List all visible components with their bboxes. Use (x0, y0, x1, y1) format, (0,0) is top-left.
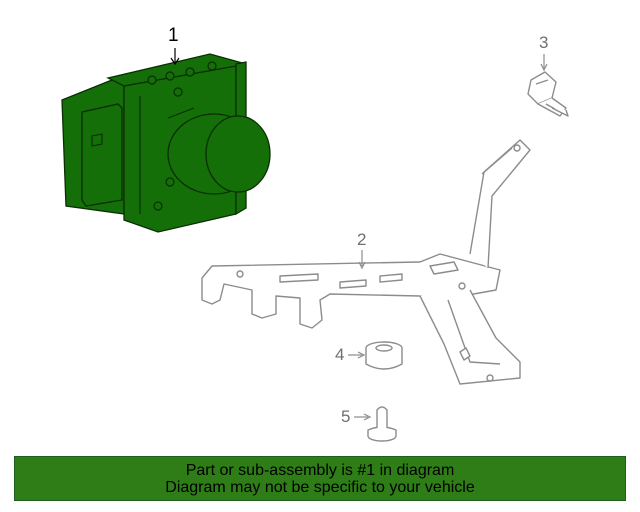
pin-bolt-icon[interactable] (367, 406, 397, 442)
callout-1: 1 (168, 25, 179, 46)
bolt-icon[interactable] (527, 71, 569, 117)
banner-line-2: Diagram may not be specific to your vehi… (165, 478, 475, 496)
info-banner: Part or sub-assembly is #1 in diagram Di… (14, 456, 626, 501)
callout-3: 3 (539, 33, 549, 52)
rubber-insulator-icon[interactable] (365, 341, 403, 370)
mounting-bracket-icon[interactable] (201, 139, 531, 385)
banner-line-1: Part or sub-assembly is #1 in diagram (185, 461, 455, 479)
parts-diagram: .module > path, .module > ellipse { fill… (61, 48, 569, 442)
abs-modulator-icon[interactable] (61, 53, 271, 233)
callout-2: 2 (357, 230, 367, 249)
callout-5: 5 (341, 407, 351, 426)
callout-4: 4 (335, 345, 345, 364)
